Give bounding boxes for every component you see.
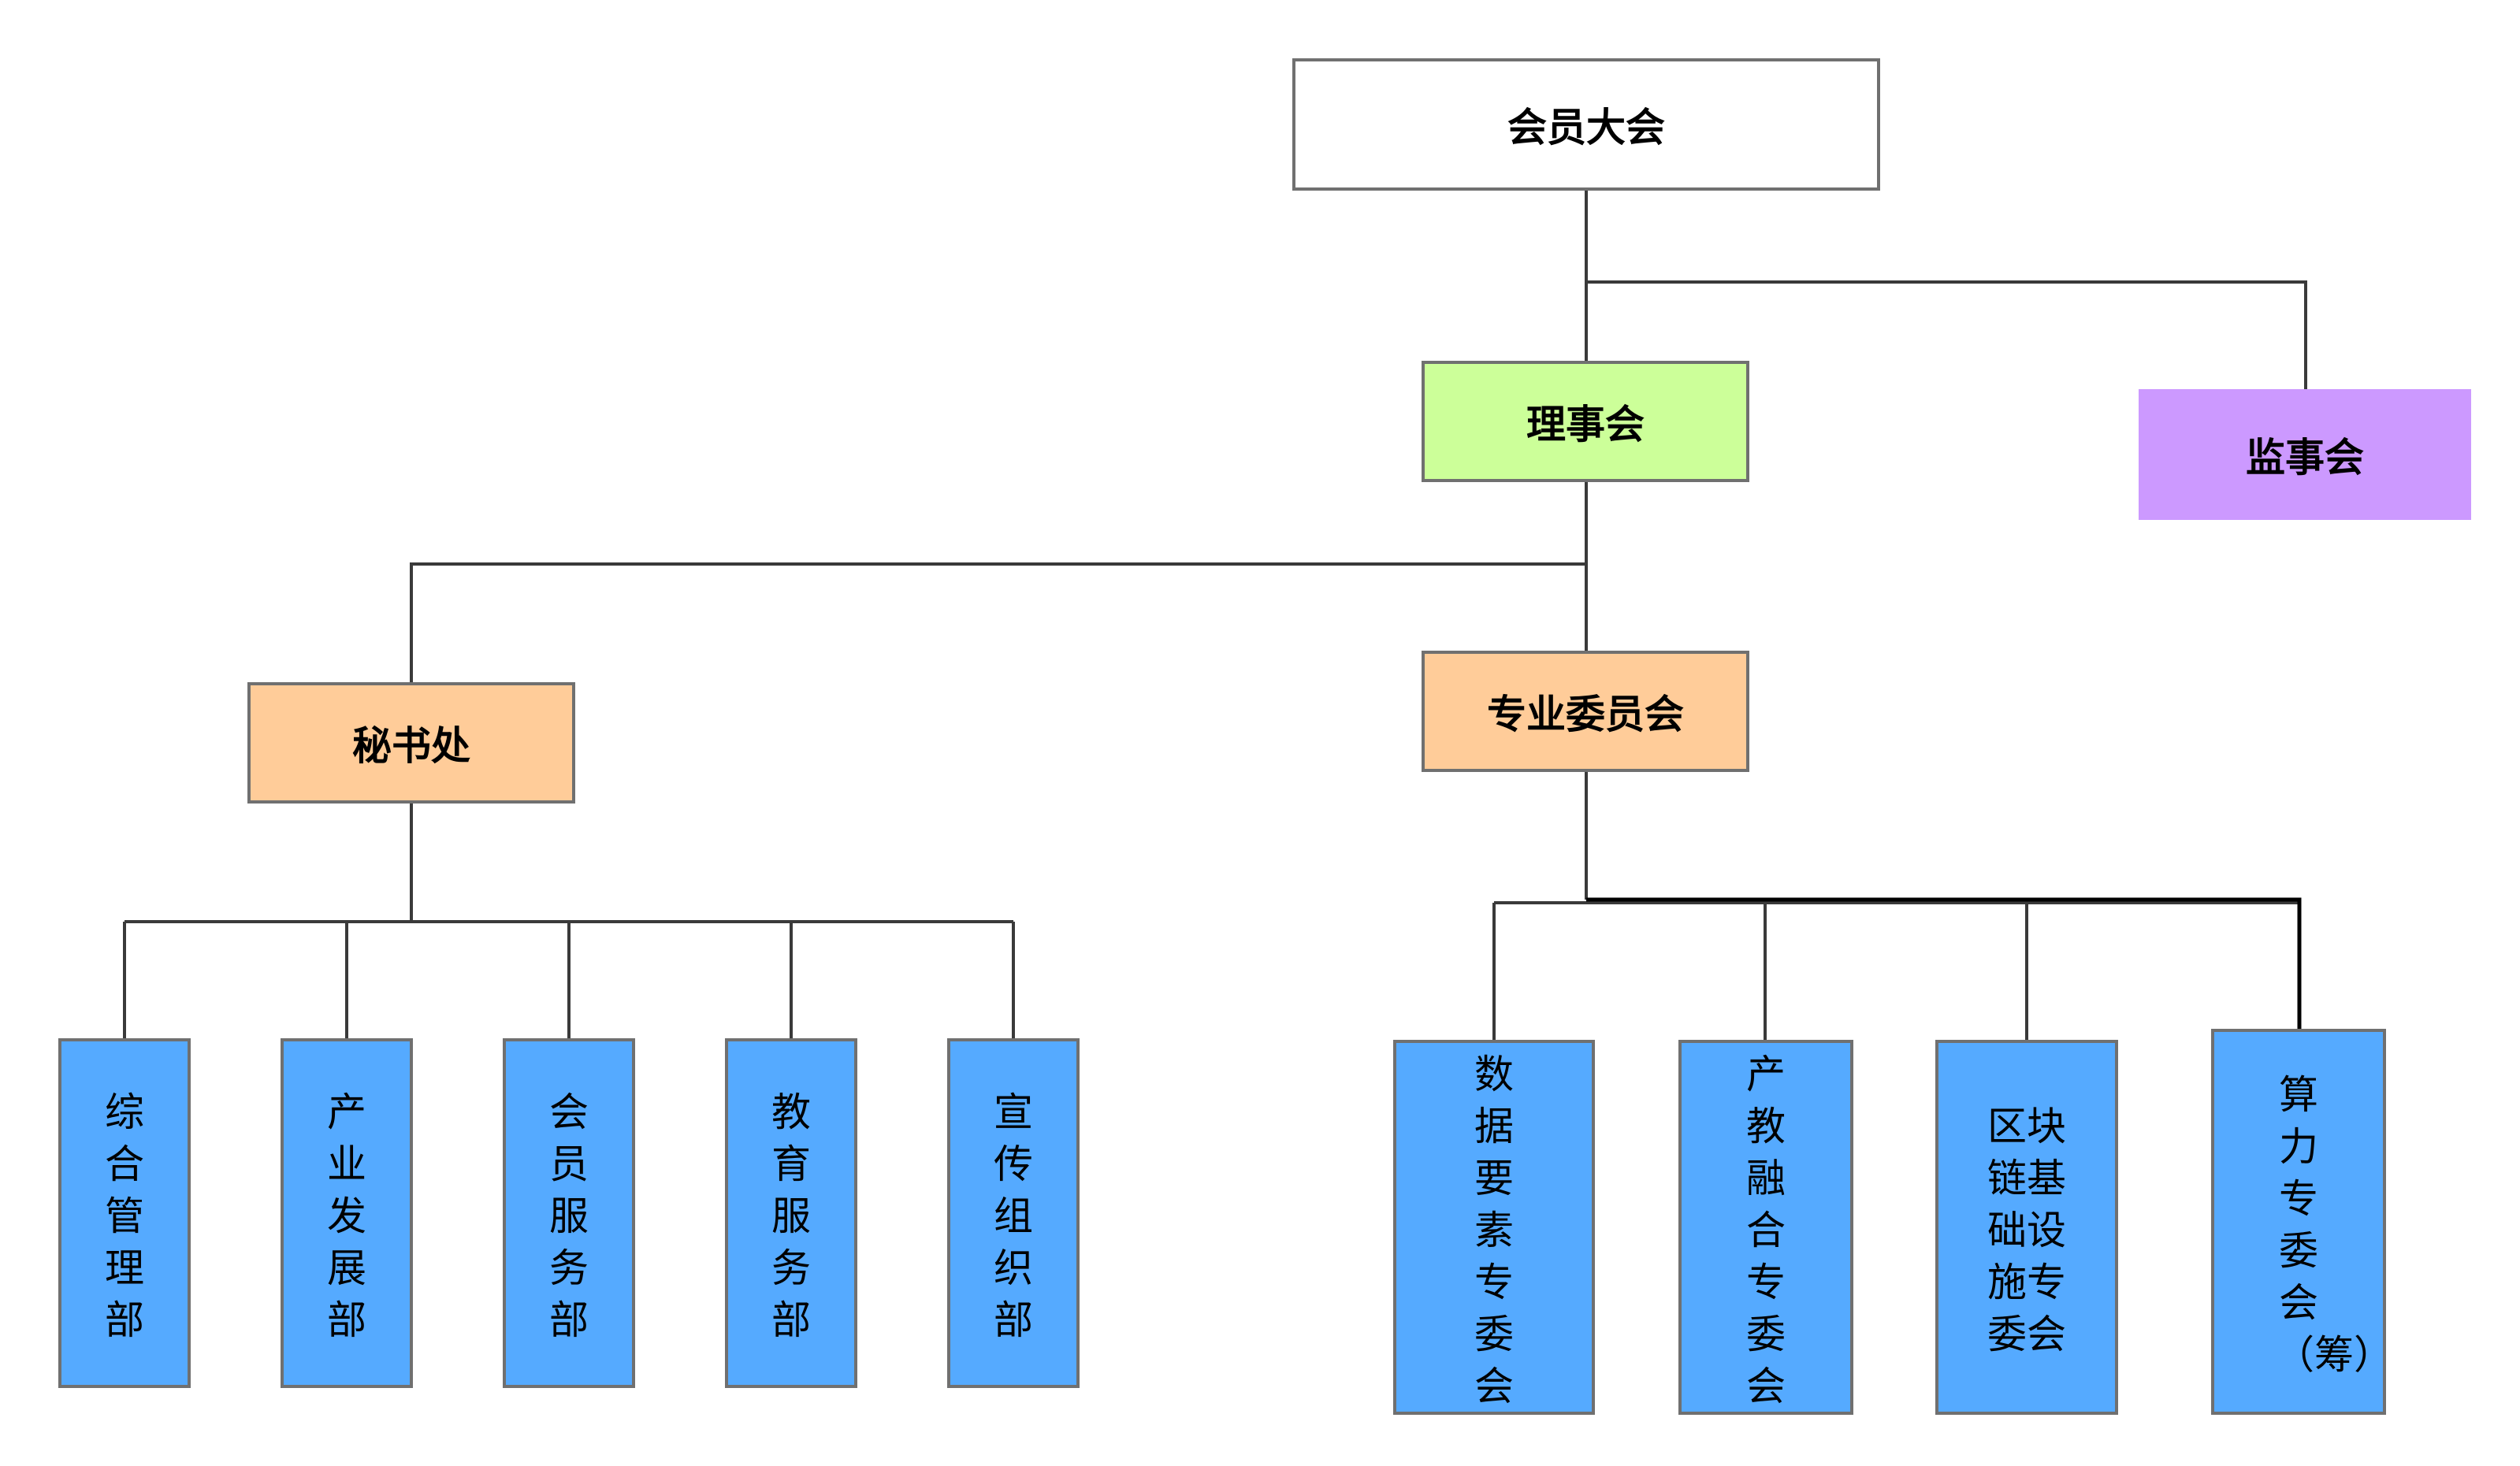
node-unit-data-elements: 数据要素专委会: [1393, 1040, 1595, 1415]
node-dept-general-management-label: 综合管理部: [105, 1089, 144, 1343]
node-unit-computing-power: 算力专委会（筹）: [2211, 1029, 2393, 1415]
node-member-assembly-label: 会员大会: [1507, 105, 1665, 150]
node-unit-industry-education-label: 产教融合专委会: [1746, 1052, 1786, 1409]
node-dept-publicity-organization: 宣传组织部: [947, 1038, 1080, 1388]
node-member-assembly: 会员大会: [1292, 58, 1880, 191]
node-unit-computing-power-label: 算力专委会（筹）: [2275, 1072, 2393, 1378]
node-council: 理事会: [1422, 361, 1749, 482]
node-secretariat-label: 秘书处: [352, 723, 470, 769]
node-dept-industry-development: 产业发展部: [281, 1038, 413, 1388]
node-unit-blockchain-infrastructure-label: 区块链基础设施专委会: [1987, 1104, 2066, 1357]
connector-council-secretariat: [410, 562, 1586, 684]
node-dept-general-management: 综合管理部: [58, 1038, 191, 1388]
node-dept-member-services-label: 会员服务部: [549, 1089, 589, 1343]
node-dept-publicity-organization-label: 宣传组织部: [994, 1089, 1033, 1343]
node-professional-committees: 专业委员会: [1422, 651, 1749, 772]
node-supervisory-board: 监事会: [2139, 389, 2471, 520]
node-dept-industry-development-label: 产业发展部: [327, 1089, 366, 1343]
node-dept-education-services: 教育服务部: [725, 1038, 857, 1388]
connector-assembly-supervisory: [1586, 280, 2307, 390]
node-unit-blockchain-infrastructure: 区块链基础设施专委会: [1935, 1040, 2118, 1415]
node-dept-member-services: 会员服务部: [503, 1038, 635, 1388]
node-unit-data-elements-label: 数据要素专委会: [1474, 1052, 1514, 1409]
node-supervisory-board-label: 监事会: [2246, 435, 2364, 481]
node-dept-education-services-label: 教育服务部: [771, 1089, 811, 1343]
connector-units-bus-heavy: [1586, 897, 2302, 1030]
node-council-label: 理事会: [1526, 402, 1645, 447]
node-secretariat: 秘书处: [247, 682, 575, 804]
node-professional-committees-label: 专业委员会: [1487, 692, 1684, 737]
node-unit-industry-education: 产教融合专委会: [1678, 1040, 1853, 1415]
